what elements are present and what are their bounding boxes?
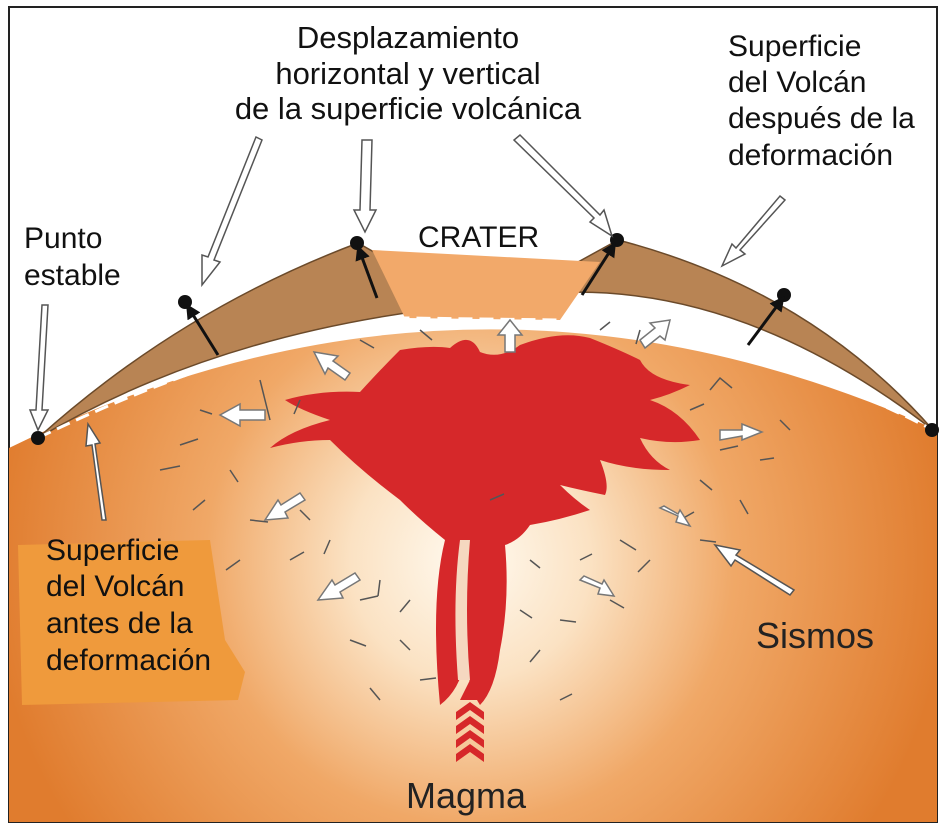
- label-surface-before-line-1: Superficie: [46, 534, 179, 567]
- label-surface-after-line-3: después de la: [728, 102, 915, 135]
- label-stable-point-line-2: estable: [24, 259, 121, 292]
- benchmark-dot-5: [925, 423, 939, 437]
- label-surface-after-line-4: deformación: [728, 139, 893, 172]
- label-stable-point-line-1: Punto: [24, 222, 102, 255]
- crater-notch: [372, 250, 600, 320]
- label-surface-after-line-1: Superficie: [728, 30, 861, 63]
- label-surface-before-line-4: deformación: [46, 644, 211, 677]
- label-earthquakes: Sismos: [756, 615, 874, 656]
- label-magma: Magma: [406, 775, 527, 816]
- label-displacement-line-3: de la superficie volcánica: [235, 91, 582, 126]
- benchmark-dot-4: [777, 288, 791, 302]
- label-surface-after-line-2: del Volcán: [728, 66, 866, 99]
- label-surface-before-line-2: del Volcán: [46, 570, 184, 603]
- benchmark-dot-2: [350, 236, 364, 250]
- benchmark-dot-1: [178, 295, 192, 309]
- label-displacement-line-1: Desplazamiento: [297, 20, 519, 55]
- label-surface-before-line-3: antes de la: [46, 607, 193, 640]
- benchmark-dot-stable: [31, 431, 45, 445]
- label-crater: CRATER: [418, 221, 539, 254]
- label-displacement-line-2: horizontal y vertical: [275, 56, 540, 91]
